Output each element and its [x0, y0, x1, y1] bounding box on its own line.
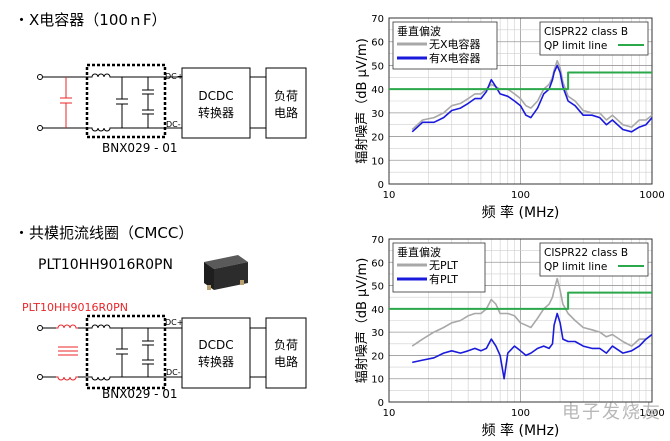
limit-line-label: QP limit line	[544, 40, 607, 52]
standard-box	[539, 242, 649, 277]
plot-frame	[388, 238, 653, 403]
dcdc-converter-box	[181, 67, 251, 139]
series-line-qp-limit	[389, 291, 652, 310]
legend-entry-label: 无X电容器	[429, 37, 481, 51]
input-terminal-top-2	[37, 325, 43, 331]
standard-label: CISPR22 class B	[544, 26, 628, 38]
dcdc-converter-box-2	[181, 317, 251, 389]
section-title-x-capacitor: ・X电容器（100ｎF）	[14, 11, 167, 29]
load-label-line1-bottom: 负荷	[274, 338, 298, 352]
module-label-bottom: BNX029 - 01	[102, 387, 178, 401]
y-axis-label: 辐射噪声（dB μV/m)	[354, 258, 370, 384]
input-terminal-bottom	[37, 125, 43, 131]
x-tick-label: 1000	[639, 190, 664, 201]
part-number-label: PLT10HH9016R0PN	[38, 257, 173, 273]
choke-component-photo	[204, 255, 248, 290]
y-tick-label: 10	[371, 375, 384, 386]
dcdc-label-line2-top: 转换器	[198, 105, 234, 120]
part-number-label-red: PLT10HH9016R0PN	[22, 301, 129, 314]
series-line-无X电容器	[411, 59, 653, 131]
y-tick-label: 40	[371, 305, 384, 316]
dcdc-label-line1-bottom: DCDC	[198, 338, 233, 352]
load-label-line2-top: 电路	[274, 105, 298, 120]
legend-entry-label: 有X电容器	[429, 51, 481, 65]
input-terminal-top	[37, 74, 43, 80]
series-line-无PLT	[411, 277, 653, 347]
load-label-line1-top: 负荷	[274, 89, 298, 103]
x-tick-label: 100	[511, 190, 530, 201]
series-line-有PLT	[412, 312, 653, 380]
y-tick-label: 20	[371, 133, 384, 144]
load-circuit-box	[265, 67, 307, 139]
y-tick-label: 70	[371, 235, 384, 246]
x-capacitor-red	[60, 77, 72, 128]
x-axis-label: 频 率 (MHz)	[482, 422, 560, 439]
y-tick-label: 50	[371, 61, 384, 72]
y-tick-label: 30	[371, 328, 384, 339]
y-tick-label: 60	[371, 258, 384, 269]
standard-box	[539, 21, 649, 56]
load-label-line2-bottom: 电路	[274, 354, 298, 369]
dc-minus-label-top: DC-	[166, 120, 181, 129]
common-mode-choke-red	[56, 324, 78, 381]
inductor-bottom	[88, 127, 114, 132]
y-tick-label: 60	[371, 38, 384, 49]
y-tick-label: 0	[378, 398, 384, 409]
dc-plus-label-top: DC+	[165, 72, 183, 81]
circuit-top	[37, 63, 307, 139]
y-tick-label: 50	[371, 282, 384, 293]
standard-label: CISPR22 class B	[544, 247, 628, 259]
section-title-cmcc: ・共模扼流线圈（CMCC）	[14, 224, 194, 242]
input-terminal-bottom-2	[37, 374, 43, 380]
legend-title: 垂直偏波	[397, 245, 441, 259]
series-line-有X电容器	[411, 64, 653, 133]
x-tick-label: 100	[511, 408, 530, 419]
legend-entry-label: 有PLT	[429, 272, 458, 286]
legend-box	[392, 242, 486, 293]
limit-line-label: QP limit line	[544, 261, 607, 273]
y-tick-label: 0	[378, 180, 384, 191]
legend-title: 垂直偏波	[397, 24, 441, 38]
y-axis-label: 辐射噪声（dB μV/m)	[354, 38, 370, 164]
y-tick-label: 40	[371, 85, 384, 96]
dc-minus-label-bottom: DC-	[166, 368, 181, 377]
legend-entry-label: 无PLT	[429, 259, 458, 272]
y-tick-label: 20	[371, 351, 384, 362]
series-line-qp-limit	[389, 71, 652, 91]
plot-frame	[388, 17, 653, 185]
inductor-top	[88, 73, 114, 78]
y-tick-label: 30	[371, 109, 384, 120]
dc-plus-label-bottom: DC+	[165, 318, 183, 327]
x-tick-label: 10	[383, 408, 396, 419]
dcdc-label-line1-top: DCDC	[198, 89, 233, 103]
x-tick-label: 10	[383, 190, 396, 201]
module-label-top: BNX029 - 01	[102, 141, 178, 155]
y-tick-label: 10	[371, 156, 384, 167]
x-tick-label: 1000	[639, 408, 664, 419]
watermark-text: 电子发烧友	[562, 402, 662, 423]
circuit-bottom	[37, 314, 307, 390]
load-circuit-box-2	[265, 317, 307, 389]
x-axis-label: 频 率 (MHz)	[482, 204, 560, 221]
dcdc-label-line2-bottom: 转换器	[198, 354, 234, 369]
y-tick-label: 70	[371, 14, 384, 25]
